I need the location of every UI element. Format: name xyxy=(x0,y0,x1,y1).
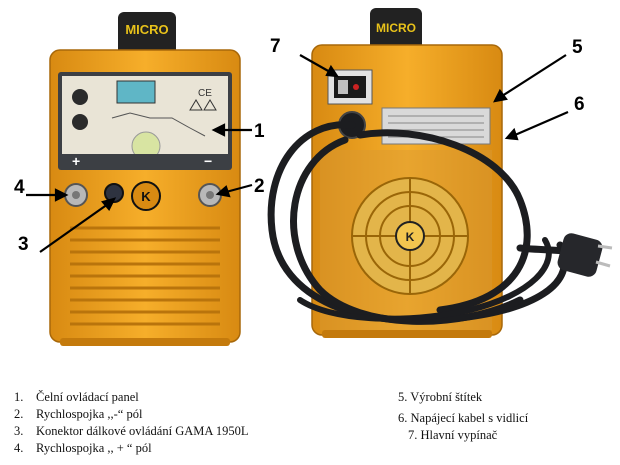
callout-1: 1 xyxy=(254,121,265,142)
legend-right: 5. Výrobní štítek 6. Napájecí kabel s vi… xyxy=(398,389,528,444)
front-unit: MICRO CE + − K xyxy=(49,12,241,346)
front-vent xyxy=(70,226,220,326)
front-logo xyxy=(131,181,161,211)
ce-mark: CE xyxy=(198,88,212,99)
callout-7: 7 xyxy=(270,36,281,57)
welder-diagram: MICRO CE + − K xyxy=(14,8,613,346)
callout-3: 3 xyxy=(18,234,29,255)
callout-4: 4 xyxy=(14,177,25,198)
legend-left: 1.Čelní ovládací panel 2.Rychlospojka ,,… xyxy=(14,389,248,457)
power-cable xyxy=(267,121,579,325)
callout-6: 6 xyxy=(574,94,585,115)
legend-item: 2.Rychlospojka ,,-“ pól xyxy=(14,407,143,421)
minus-label: − xyxy=(204,153,212,169)
legend-item: 5. Výrobní štítek xyxy=(398,390,483,404)
callout-arrows xyxy=(26,54,569,253)
strap-text-front: MICRO xyxy=(125,22,168,37)
rear-unit: MICRO K xyxy=(267,8,613,338)
carry-strap-front: MICRO xyxy=(118,12,176,60)
fan-logo-text: K xyxy=(406,230,415,244)
legend-item: 4.Rychlospojka ,, + “ pól xyxy=(14,441,152,455)
legend-item: 1.Čelní ovládací panel xyxy=(14,390,139,404)
callout-2: 2 xyxy=(254,176,265,197)
lcd-display xyxy=(116,80,156,104)
power-plug xyxy=(557,233,613,277)
front-logo-text: K xyxy=(141,189,151,204)
panel-button-bottom xyxy=(72,114,88,130)
cooling-fan: K xyxy=(351,177,469,295)
control-panel: CE + − xyxy=(58,72,232,170)
legend-item: 3.Konektor dálkové ovládání GAMA 1950L xyxy=(14,424,249,438)
panel-button-top xyxy=(72,89,88,105)
plus-label: + xyxy=(72,153,80,169)
callout-5: 5 xyxy=(572,37,583,58)
warning-icon xyxy=(189,99,217,111)
remote-connector xyxy=(104,183,124,203)
strap-text-rear: MICRO xyxy=(376,21,416,35)
welding-curve xyxy=(111,112,206,137)
legend-item: 6. Napájecí kabel s vidlicí xyxy=(398,411,529,425)
legend-item: 7. Hlavní vypínač xyxy=(408,428,498,442)
